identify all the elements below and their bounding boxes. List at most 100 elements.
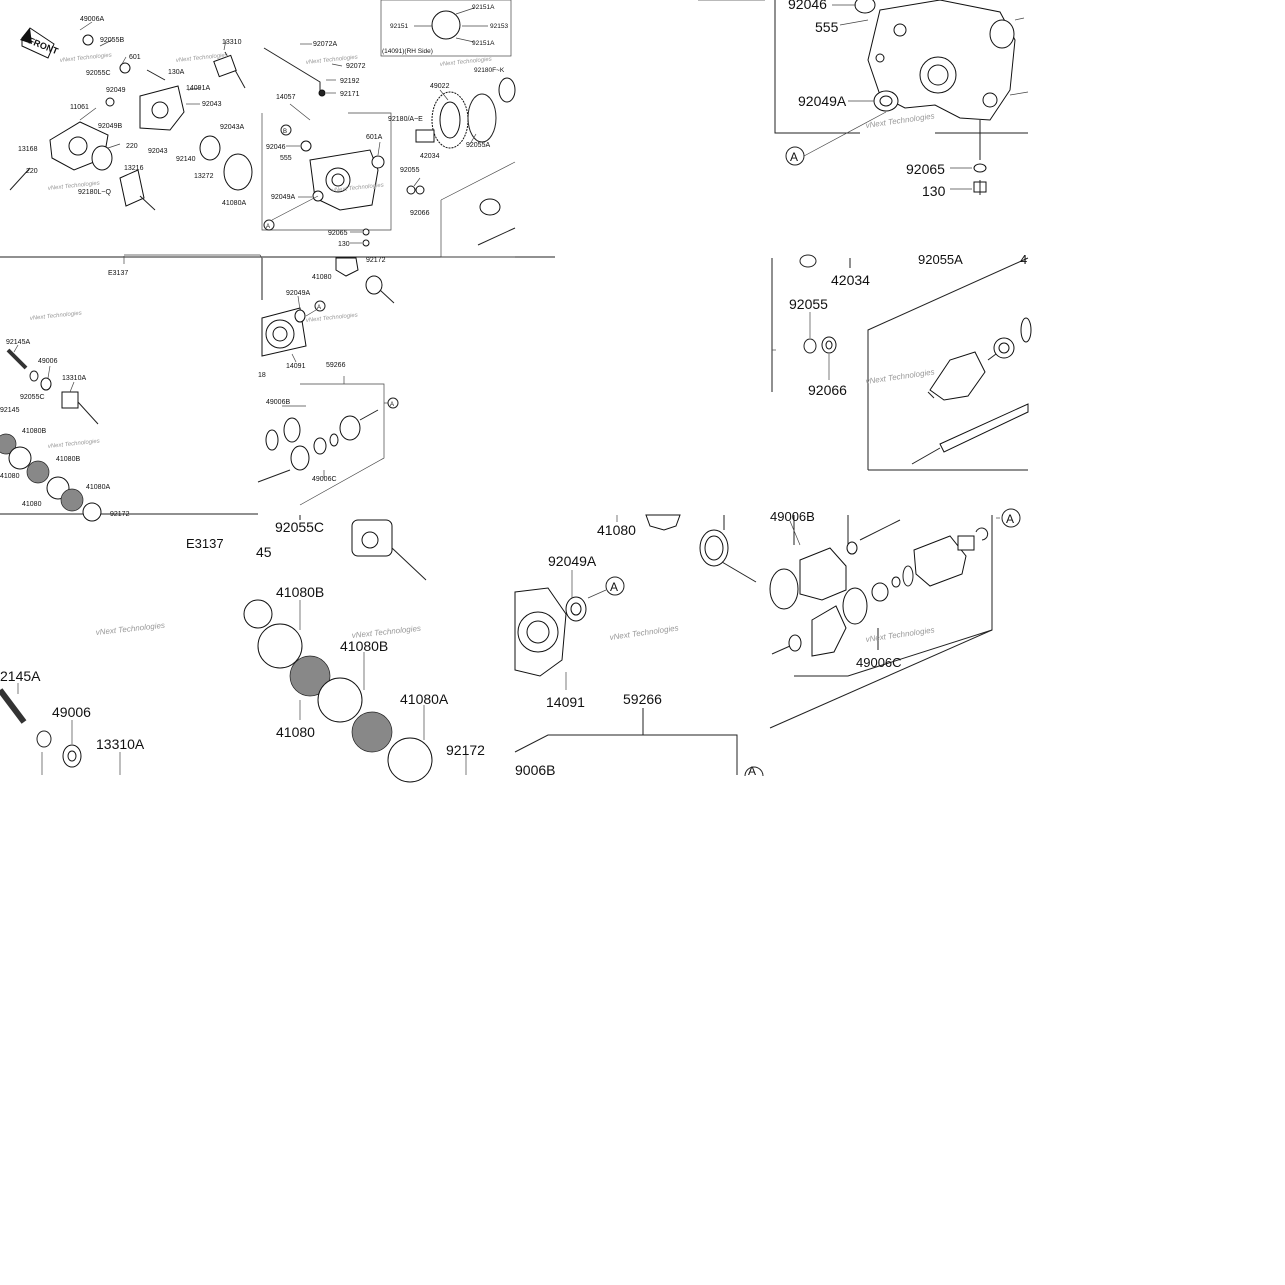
watermark-zoom-boots: vNext Technologies: [865, 625, 935, 644]
label-13310: 13310: [222, 39, 242, 46]
label-13310a-zoom: 13310A: [96, 736, 145, 752]
label-92049a-mid: 92049A: [286, 290, 310, 297]
label-92046-zoom: 92046: [788, 0, 827, 12]
label-92065-zoom: 92065: [906, 161, 945, 177]
label-49022: 49022: [430, 83, 450, 90]
cv-joint-zoom-axle-icon: [927, 317, 1032, 401]
label-92145-small: 92145: [0, 407, 20, 414]
label-130: 130: [338, 241, 350, 248]
shaft-icon: [213, 51, 246, 89]
label-92072: 92072: [346, 63, 366, 70]
label-49006b-mid: 49006B: [266, 399, 290, 406]
gasket-icon: [199, 135, 221, 161]
label-92065: 92065: [328, 230, 348, 237]
watermark-zoom-clutch-1: vNext Technologies: [95, 621, 165, 637]
label-92180l-q: 92180L~Q: [78, 189, 111, 196]
label-4-zoom: 4: [1020, 252, 1027, 267]
label-49006-small: 49006: [38, 358, 58, 365]
label-555: 555: [280, 155, 292, 162]
label-41080a-small: 41080A: [86, 484, 110, 491]
label-49006c-zoom-boots: 49006C: [856, 655, 902, 670]
seal-92049a-mid-icon: [294, 309, 306, 323]
label-92055c-small: 92055C: [20, 394, 45, 401]
seal-92046-zoom-icon: [854, 0, 876, 14]
ball-92171-icon: [318, 89, 326, 97]
oil-seal-zoom-axle-icon: [799, 254, 817, 268]
ring-gear-zoom-diff-icon: [645, 514, 681, 531]
label-92151: 92151: [390, 23, 408, 30]
label-49006-zoom: 49006: [52, 704, 91, 720]
label-45-zoom: 45: [256, 544, 272, 560]
zoom-housing-tile: 92046 555 92049A A 92065 130 vNext Techn…: [774, 0, 1029, 199]
rod-2145a-zoom-icon: [0, 688, 27, 724]
cv-boot-outer-icon: [771, 587, 868, 657]
label-41080-small-2: 41080: [22, 501, 42, 508]
label-rh-side: (14091)(RH Side): [382, 48, 433, 55]
label-220-right: 220: [126, 143, 138, 150]
callout-a-zoom-diff-icon: [605, 576, 625, 596]
label-41080b-zoom-2: 41080B: [340, 638, 388, 654]
label-92140: 92140: [176, 156, 196, 163]
label-13168: 13168: [18, 146, 38, 153]
bolt-130-icon: [362, 239, 370, 247]
gasket-ring-icon: [467, 93, 497, 143]
label-14091-mid: 14091: [286, 363, 306, 370]
label-92055a: 92055A: [466, 142, 490, 149]
spacer-42034-icon: [415, 129, 435, 143]
ring-gear-icon: [431, 91, 469, 149]
watermark-zoom-diff: vNext Technologies: [609, 623, 679, 642]
zoom-boots-tile: 49006B A 49006C vNext Technologies: [769, 508, 1021, 729]
cv-housing-zoom-icon: [871, 527, 989, 602]
mid-center-tile: 41080 92172 92049A A 18 14091 59266 4900…: [257, 257, 399, 506]
label-42034: 42034: [420, 153, 440, 160]
rh-side-cover-icon: [431, 10, 461, 40]
label-92055c-zoom: 92055C: [275, 519, 324, 535]
label-49006b-zoom-boots: 49006B: [770, 509, 815, 524]
label-59266-zoom-diff: 59266: [623, 691, 662, 707]
watermark-2: vNext Technologies: [176, 53, 228, 64]
label-92043-b: 92043: [148, 148, 168, 155]
bolt-130-zoom-icon: [973, 180, 987, 195]
callout-a-mid2-icon: [387, 397, 399, 409]
label-92066-zoom: 92066: [808, 382, 847, 398]
collar-49006-small-icon: [40, 377, 52, 391]
label-130a: 130A: [168, 69, 185, 76]
label-13216: 13216: [124, 165, 144, 172]
label-14091a: 14091A: [186, 85, 210, 92]
label-41080-zoom-diff: 41080: [597, 522, 636, 538]
collar-49006a-icon: [82, 34, 94, 46]
label-92043a: 92043A: [220, 124, 244, 131]
callout-a-mid2: A: [390, 402, 394, 408]
label-92055b: 92055B: [100, 37, 124, 44]
cv-boot-inner-icon: [769, 519, 901, 610]
label-14091-zoom-diff: 14091: [546, 694, 585, 710]
label-92153: 92153: [490, 23, 508, 30]
watermark-zoom-housing: vNext Technologies: [865, 111, 935, 130]
callout-b: B: [283, 129, 287, 135]
label-92055a-zoom: 92055A: [918, 252, 963, 267]
callout-a-zoom: A: [790, 150, 798, 164]
label-92049a-zoom: 92049A: [798, 93, 847, 109]
label-e3137-small: E3137: [108, 270, 128, 277]
spider-gear-zoom-icon: [351, 519, 427, 581]
label-41080b-small-1: 41080B: [22, 428, 46, 435]
callout-a-mid-icon: [314, 300, 326, 312]
callout-a: A: [266, 224, 270, 230]
watermark-5: vNext Technologies: [332, 183, 384, 194]
label-92172-small: 92172: [110, 511, 130, 518]
callout-a-zoom-diff: A: [610, 580, 618, 594]
cv-joint-mid-icon: [257, 409, 379, 483]
label-41080b-small-2: 41080B: [56, 456, 80, 463]
zoom-axle-tile: 42034 92055A 4 92055 92066 vNext Technol…: [771, 252, 1032, 471]
watermark-midcenter: vNext Technologies: [306, 313, 358, 324]
label-92043-a: 92043: [202, 101, 222, 108]
label-41080a-zoom: 41080A: [400, 691, 449, 707]
gear-case-housing-icon: [867, 0, 1016, 121]
watermark-3: vNext Technologies: [48, 181, 100, 192]
seal-601a-icon: [371, 155, 385, 169]
label-601a: 601A: [366, 134, 383, 141]
label-555-zoom: 555: [815, 19, 839, 35]
label-92171: 92171: [340, 91, 360, 98]
overview-tile: FRONT: [0, 0, 765, 259]
zoom-diff-tile: 41080 92049A A 14091 59266 9006B A vNext…: [514, 514, 764, 778]
